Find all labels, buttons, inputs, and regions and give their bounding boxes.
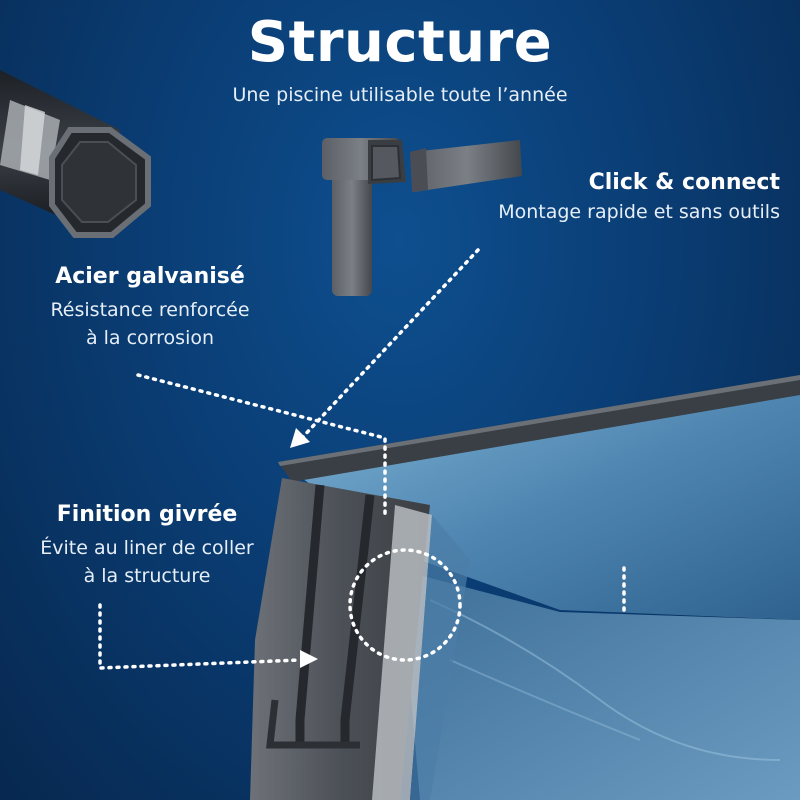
callout-line-acier bbox=[136, 373, 387, 517]
feature-click-connect: Click & connect Montage rapide et sans o… bbox=[498, 170, 780, 223]
connector-image bbox=[322, 138, 522, 296]
page-title: Structure bbox=[247, 10, 553, 75]
arrow-head-finition bbox=[300, 650, 318, 668]
pool-image bbox=[250, 375, 800, 800]
feature-click-connect-title: Click & connect bbox=[588, 170, 780, 195]
feature-finition-desc-1: Évite au liner de coller bbox=[40, 537, 254, 559]
feature-finition-title: Finition givrée bbox=[56, 502, 238, 527]
callout-line-click-connect bbox=[298, 248, 480, 442]
feature-finition: Finition givrée Évite au liner de coller… bbox=[22, 502, 272, 587]
callout-circle-finition bbox=[348, 548, 462, 662]
feature-acier-desc-1: Résistance renforcée bbox=[50, 299, 250, 321]
feature-acier-desc-2: à la corrosion bbox=[85, 327, 215, 349]
page-subtitle: Une piscine utilisable toute l’année bbox=[232, 84, 568, 106]
feature-click-connect-desc: Montage rapide et sans outils bbox=[498, 201, 780, 223]
feature-acier-title: Acier galvanisé bbox=[55, 264, 245, 289]
feature-finition-desc-2: à la structure bbox=[83, 565, 211, 587]
steel-pipe-image bbox=[0, 70, 151, 238]
arrow-head-click-connect bbox=[290, 428, 310, 448]
feature-acier: Acier galvanisé Résistance renforcée à l… bbox=[30, 264, 270, 349]
callout-line-finition bbox=[98, 603, 302, 670]
